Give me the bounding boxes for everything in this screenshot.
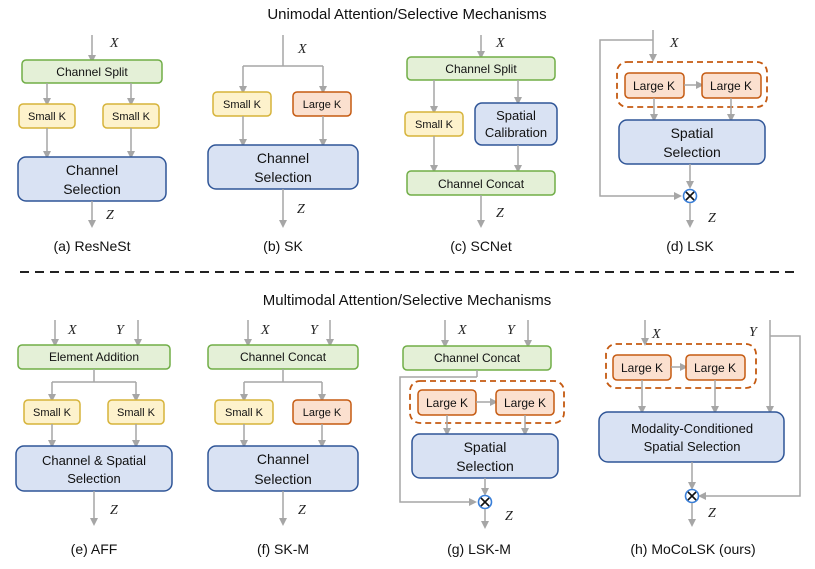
selection-label-line1: Channel	[257, 150, 309, 166]
unimodal-section-title: Unimodal Attention/Selective Mechanisms	[267, 6, 546, 23]
channel-concat-label: Channel Concat	[438, 177, 525, 191]
selection-label-line2: Spatial Selection	[644, 439, 741, 454]
output-z-label: Z	[106, 208, 114, 223]
large-k-group-dashed	[409, 380, 565, 424]
input-y-label: Y	[507, 323, 517, 338]
panel-g-caption: (g) LSK-M	[447, 541, 511, 557]
output-z-label: Z	[298, 503, 306, 518]
calibration-label-line1: Spatial	[496, 108, 536, 123]
input-x-label: X	[457, 323, 467, 338]
large-k-label: Large K	[694, 361, 736, 375]
input-y-label: Y	[749, 325, 759, 340]
selection-label-line1: Modality-Conditioned	[631, 421, 753, 436]
large-k-label: Large K	[504, 396, 546, 410]
spatial-selection-box	[618, 119, 766, 165]
element-addition-label: Element Addition	[49, 350, 139, 364]
large-k-label: Large K	[303, 407, 342, 419]
large-k-group-dashed	[605, 343, 757, 389]
panel-h-mocolsk: X Y Large K Large K Modality-Conditioned…	[598, 320, 801, 557]
output-z-label: Z	[110, 503, 118, 518]
channel-split-label: Channel Split	[445, 62, 517, 76]
large-k-label: Large K	[621, 361, 663, 375]
multiply-icon	[682, 188, 698, 204]
output-z-label: Z	[708, 506, 716, 521]
calibration-label-line2: Calibration	[485, 125, 547, 140]
selection-label-line1: Channel & Spatial	[42, 453, 146, 468]
input-x-label: X	[495, 36, 505, 51]
selection-label-line2: Selection	[663, 144, 721, 160]
selection-label-line2: Selection	[254, 169, 312, 185]
large-k-group-dashed	[616, 61, 768, 108]
small-k-box	[212, 91, 272, 117]
panel-d-caption: (d) LSK	[666, 238, 714, 254]
panel-e-caption: (e) AFF	[71, 541, 118, 557]
output-z-label: Z	[496, 206, 504, 221]
output-z-label: Z	[297, 202, 305, 217]
panel-a-resnest: X Channel Split Small K Small K Channel …	[17, 35, 167, 254]
large-k-box	[292, 91, 352, 117]
large-k-label: Large K	[710, 79, 752, 93]
panel-a-caption: (a) ResNeSt	[53, 238, 130, 254]
selection-label-line1: Channel	[257, 451, 309, 467]
channel-split-box	[406, 56, 556, 81]
small-k-label: Small K	[28, 111, 67, 123]
panel-b-sk: X Small K Large K Channel Selection Z (b…	[207, 35, 359, 254]
panel-e-aff: X Y Element Addition Small K Small K Cha…	[15, 320, 173, 557]
input-x-label: X	[260, 323, 270, 338]
channel-split-label: Channel Split	[56, 65, 128, 79]
panel-c-caption: (c) SCNet	[450, 238, 512, 254]
input-x-label: X	[297, 42, 307, 57]
selection-label-line2: Selection	[63, 181, 121, 197]
selection-label-line2: Selection	[456, 458, 514, 474]
input-x-label: X	[651, 327, 661, 342]
panel-h-caption: (h) MoCoLSK (ours)	[630, 541, 755, 557]
small-k-label: Small K	[225, 407, 264, 419]
multimodal-section-title: Multimodal Attention/Selective Mechanism…	[263, 292, 551, 309]
selection-label-line2: Selection	[67, 471, 120, 486]
output-z-label: Z	[708, 211, 716, 226]
panel-c-scnet: X Channel Split Small K Spatial Calibrat…	[404, 35, 558, 254]
channel-split-box	[21, 59, 163, 84]
input-x-label: X	[109, 36, 119, 51]
multiply-icon	[477, 494, 493, 510]
panel-g-lsk-m: X Y Channel Concat Large K Large K Spati…	[399, 320, 565, 557]
large-k-label: Large K	[426, 396, 468, 410]
selection-label-line1: Channel	[66, 162, 118, 178]
panel-d-lsk: X Large K Large K Spatial Selection Z (d…	[599, 30, 768, 254]
selection-label-line1: Spatial	[671, 125, 714, 141]
small-k-label: Small K	[112, 111, 151, 123]
small-k-label: Small K	[223, 99, 262, 111]
input-x-label: X	[67, 323, 77, 338]
small-k-label: Small K	[117, 407, 156, 419]
large-k-label: Large K	[633, 79, 675, 93]
channel-concat-label: Channel Concat	[240, 350, 327, 364]
panel-f-caption: (f) SK-M	[257, 541, 309, 557]
modality-conditioned-selection-box	[598, 411, 785, 463]
panel-b-caption: (b) SK	[263, 238, 303, 254]
large-k-label: Large K	[303, 99, 342, 111]
input-y-label: Y	[310, 323, 320, 338]
channel-concat-label: Channel Concat	[434, 351, 521, 365]
input-y-label: Y	[116, 323, 126, 338]
selection-label-line1: Spatial	[464, 439, 507, 455]
multiply-icon	[684, 488, 700, 504]
input-x-label: X	[669, 36, 679, 51]
output-z-label: Z	[505, 509, 513, 524]
panel-f-sk-m: X Y Channel Concat Small K Large K Chann…	[207, 320, 359, 557]
selection-label-line2: Selection	[254, 471, 312, 487]
spatial-calibration-box	[474, 102, 558, 146]
small-k-label: Small K	[33, 407, 72, 419]
small-k-label: Small K	[415, 119, 454, 131]
